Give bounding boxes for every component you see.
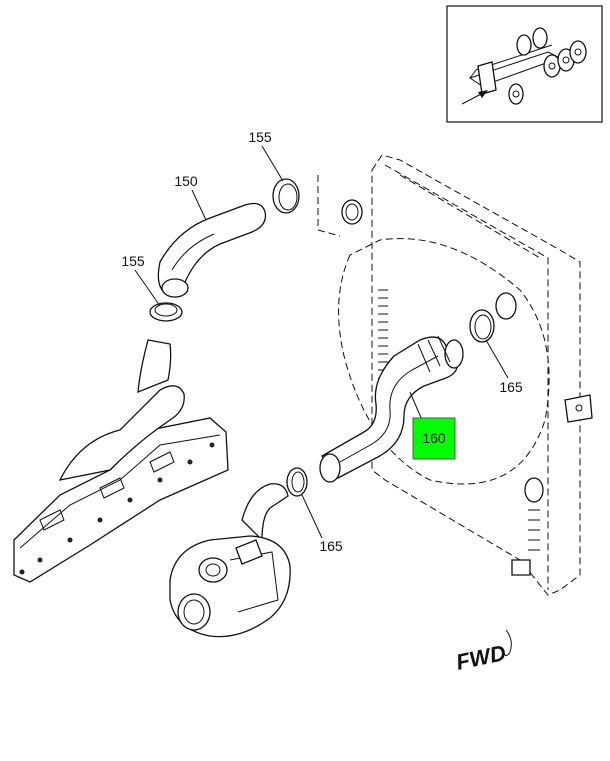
forward-direction-marker: FWD: [454, 629, 512, 675]
engine-manifold: [13, 339, 229, 583]
callout-165-right: 165: [499, 379, 523, 395]
callout-165-left: 165: [319, 538, 343, 554]
clamp-lower-right: [469, 309, 495, 343]
upper-hose: [157, 202, 267, 298]
callout-155-top: 155: [248, 129, 272, 145]
lower-tube: [319, 335, 464, 483]
callout-155-bottom: 155: [121, 253, 145, 269]
callout-160: 160: [422, 430, 446, 446]
clamp-upper-bottom: [149, 302, 183, 322]
leader-lines: [134, 145, 509, 539]
fwd-label: FWD: [454, 640, 508, 675]
clamp-upper-top: [272, 178, 300, 214]
vehicle-location-inset: [446, 5, 603, 123]
callout-150: 150: [174, 173, 198, 189]
turbocharger: [169, 483, 291, 638]
callout-160-highlight[interactable]: 160: [412, 417, 456, 460]
radiator-assembly: [317, 154, 593, 596]
clamp-lower-left: [286, 467, 308, 497]
